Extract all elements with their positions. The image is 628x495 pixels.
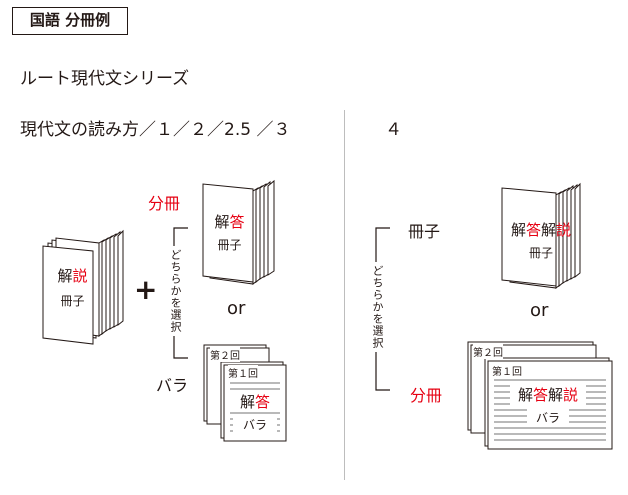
answer-booklet-subtitle: 冊子 [217, 238, 242, 252]
sheet-front-label-right: 第１回 [492, 363, 522, 378]
sheet-front-label: 第１回 [228, 365, 258, 380]
bunsatsu-label-right: 分冊 [410, 386, 443, 405]
right-booklet-subtitle: 冊子 [528, 246, 553, 260]
sheet-subtitle-right: バラ [527, 409, 569, 426]
right-heading: ４ [385, 120, 402, 140]
sheet-back-label-right: 第２回 [473, 344, 503, 359]
main-booklet-subtitle: 冊子 [60, 294, 85, 308]
sheet-title-right: 解答解説 [510, 385, 586, 405]
sasshi-label: 冊子 [408, 222, 441, 241]
choice-label-right: どちらかを選択 [369, 262, 385, 352]
series-title: ルート現代文シリーズ [20, 69, 190, 89]
answer-explanation-booklet-icon [501, 182, 581, 290]
main-booklet-icon [42, 229, 124, 345]
choice-label: どちらかを選択 [167, 246, 183, 336]
domain-tag-box: 国語 分冊例 [12, 7, 128, 35]
or-label-right: or [530, 300, 549, 321]
bunsatsu-label: 分冊 [148, 194, 181, 213]
right-booklet-title: 解答解説 [510, 221, 572, 239]
sheet-back-label: 第２回 [210, 347, 240, 362]
or-label: or [227, 298, 246, 319]
answer-booklet-title: 解答 [214, 213, 245, 231]
vertical-divider [344, 110, 345, 480]
main-booklet-title: 解説 [57, 267, 88, 285]
plus-sign: + [134, 273, 158, 306]
sheet-title: 解答 [229, 392, 281, 412]
sheet-subtitle: バラ [233, 416, 277, 433]
bara-label: バラ [156, 376, 189, 395]
left-heading: 現代文の読み方／１／２／2.5 ／３ [20, 120, 291, 140]
answer-booklet-icon [202, 179, 275, 286]
